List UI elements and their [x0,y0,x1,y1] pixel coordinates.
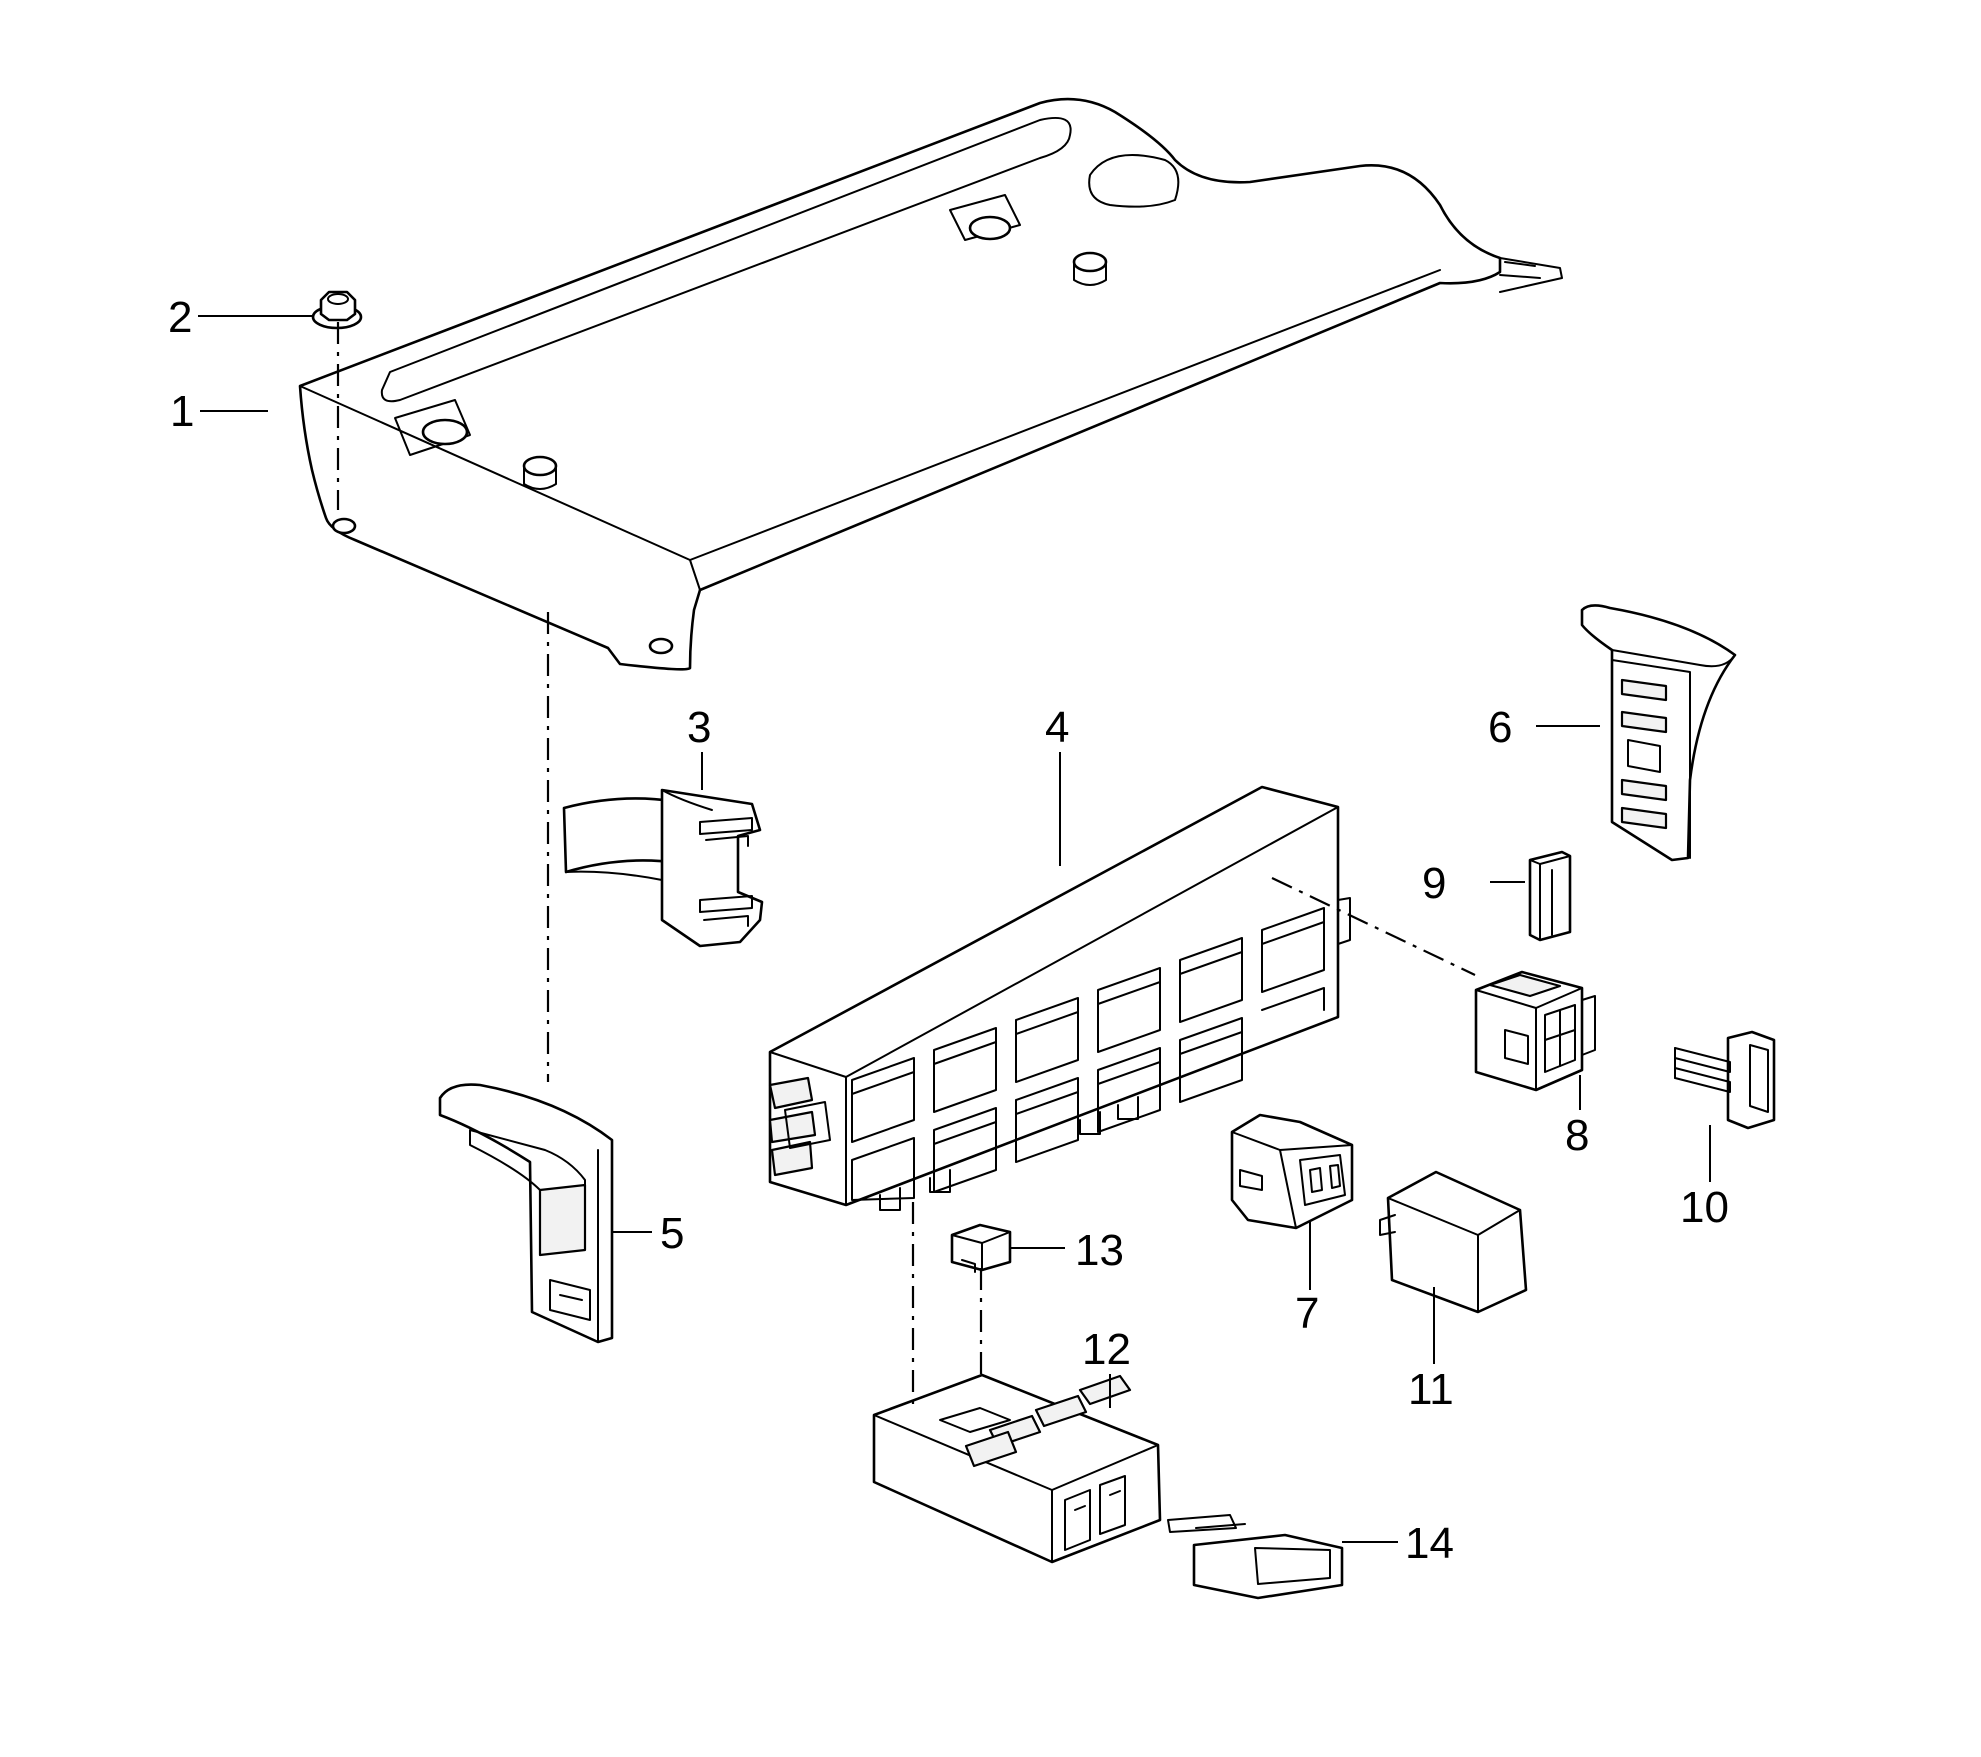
leader-lines [198,315,1711,1543]
part-8-connector [1474,970,1596,1092]
part-6-right-bracket [1580,604,1737,862]
callout-7: 7 [1295,1289,1319,1338]
part-2-flange-nut [311,290,363,330]
part-7-relay-socket [1230,1113,1354,1230]
callout-4: 4 [1045,703,1069,752]
callout-3: 3 [687,703,711,752]
callout-5: 5 [660,1209,684,1258]
part-3-cable-clip [562,788,764,948]
callout-6: 6 [1488,703,1512,752]
part-9-blade-fuse [1528,850,1572,942]
part-12-fuse-holder [872,1373,1162,1564]
callout-13: 13 [1075,1226,1124,1275]
callout-12: 12 [1082,1325,1131,1374]
part-11-relay [1379,1170,1528,1314]
callout-1: 1 [170,387,194,436]
callout-2: 2 [168,293,192,342]
part-10-maxi-fuse [1674,1030,1776,1130]
part-5-left-bracket [438,1083,614,1344]
part-14-maxi-fuse [1167,1514,1344,1600]
callout-9: 9 [1422,859,1446,908]
alignment-lines [336,322,1476,1405]
callout-8: 8 [1565,1111,1589,1160]
callout-14: 14 [1405,1519,1454,1568]
part-13-mini-fuse [950,1223,1012,1273]
part-1-mounting-plate [298,97,1563,671]
callout-10: 10 [1680,1183,1729,1232]
carrier-cavities [851,907,1325,1201]
callout-labels: 1 2 3 4 5 6 7 8 9 10 11 12 13 14 [168,293,1729,1568]
callout-11: 11 [1408,1365,1454,1414]
part-4-relay-carrier [768,785,1351,1211]
